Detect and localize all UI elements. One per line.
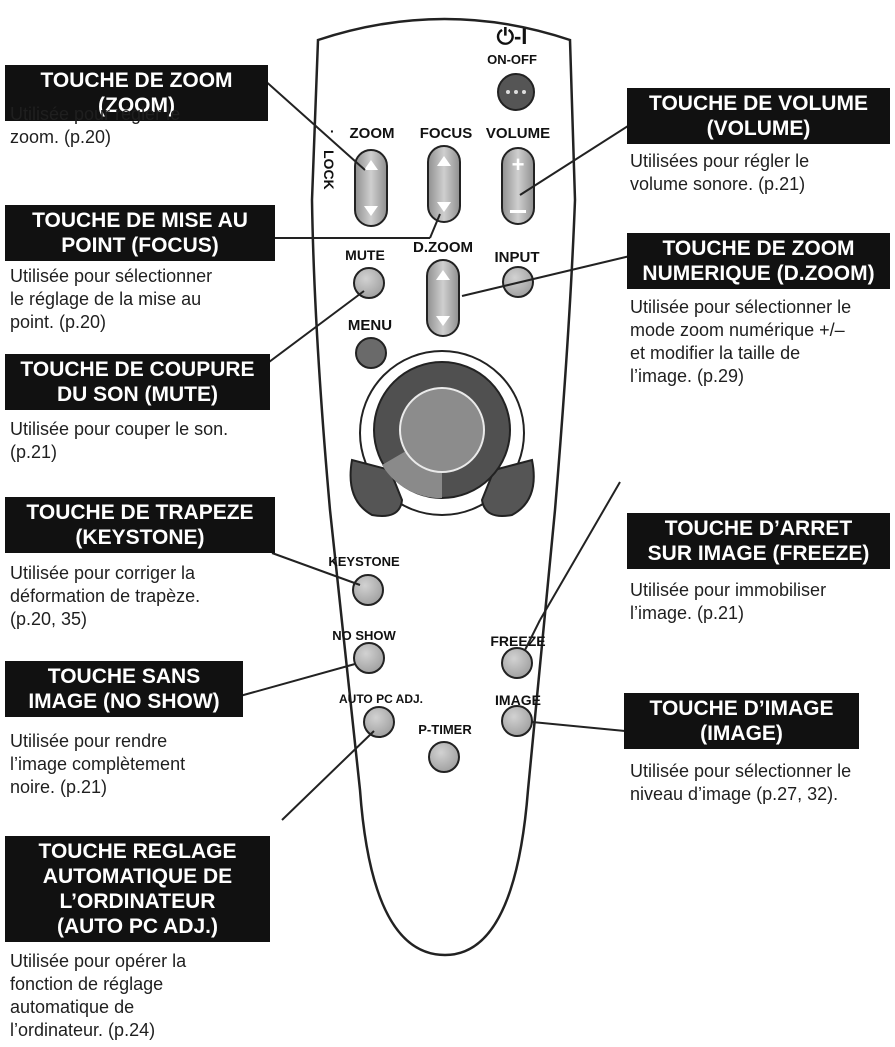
callout-desc-auto-pc-adj: Utilisée pour opérer la fonction de régl… [10, 951, 187, 1040]
callout-title-focus: TOUCHE DE MISE AU POINT (FOCUS) [5, 205, 275, 261]
callout-title-zoom: TOUCHE DE ZOOM (ZOOM) [5, 65, 268, 121]
callout-desc-volume: Utilisées pour régler le volume sonore. … [630, 151, 810, 194]
svg-text:·: · [330, 123, 335, 139]
callout-title-no-show: TOUCHE SANS IMAGE (NO SHOW) [5, 661, 243, 717]
dzoom-rocker-button[interactable] [426, 259, 460, 337]
callout-desc-focus: Utilisée pour sélectionner le réglage de… [10, 266, 213, 332]
callout-desc-freeze: Utilisée pour immobiliser l’image. (p.21… [630, 580, 827, 623]
keystone-label: KEYSTONE [328, 554, 400, 569]
callout-title-freeze: TOUCHE D’ARRET SUR IMAGE (FREEZE) [627, 513, 890, 569]
callout-title-mute: TOUCHE DE COUPURE DU SON (MUTE) [5, 354, 270, 410]
on-off-label: ON-OFF [487, 52, 537, 67]
dzoom-label: D.ZOOM [413, 239, 473, 256]
auto-pc-adj-label: AUTO PC ADJ. [339, 692, 423, 706]
keystone-button[interactable] [352, 574, 384, 606]
volume-rocker-button[interactable]: + [501, 147, 535, 225]
callout-desc-image: Utilisée pour sélectionner le niveau d’i… [630, 761, 852, 804]
image-button[interactable] [501, 705, 533, 737]
callout-desc-no-show: Utilisée pour rendre l’image complètemen… [10, 731, 186, 797]
p-timer-label: P-TIMER [418, 722, 472, 737]
no-show-label: NO SHOW [332, 628, 396, 643]
mute-button[interactable] [353, 267, 385, 299]
callout-desc-zoom: Utilisée pour régler le zoom. (p.20) [10, 104, 181, 147]
callout-desc-keystone: Utilisée pour corriger la déformation de… [10, 563, 201, 629]
menu-label: MENU [348, 317, 392, 334]
image-label: IMAGE [495, 692, 541, 708]
directional-pad[interactable] [349, 350, 535, 517]
leader-lines [239, 77, 631, 821]
zoom-rocker-button[interactable] [354, 149, 388, 227]
menu-button[interactable] [355, 337, 387, 369]
auto-pc-adj-button[interactable] [363, 706, 395, 738]
callout-desc-mute: Utilisée pour couper le son. (p.21) [10, 419, 229, 462]
volume-label: VOLUME [486, 125, 550, 142]
lock-label: LOCK [321, 150, 337, 190]
p-timer-button[interactable] [428, 741, 460, 773]
callout-title-keystone: TOUCHE DE TRAPEZE (KEYSTONE) [5, 497, 275, 553]
power-symbol: ⏻-I [497, 24, 528, 49]
focus-rocker-button[interactable] [427, 145, 461, 223]
callout-title-volume: TOUCHE DE VOLUME (VOLUME) [627, 88, 890, 144]
zoom-label: ZOOM [350, 125, 395, 142]
callout-title-dzoom: TOUCHE DE ZOOM NUMERIQUE (D.ZOOM) [627, 233, 890, 289]
freeze-button[interactable] [501, 647, 533, 679]
freeze-label: FREEZE [490, 633, 545, 649]
svg-text:+: + [512, 152, 525, 177]
callout-title-image: TOUCHE D’IMAGE (IMAGE) [624, 693, 859, 749]
focus-label: FOCUS [420, 125, 473, 142]
mute-label: MUTE [345, 247, 385, 263]
callout-title-auto-pc-adj: TOUCHE REGLAGE AUTOMATIQUE DE L’ORDINATE… [5, 836, 270, 942]
input-label: INPUT [495, 249, 540, 266]
callout-desc-dzoom: Utilisée pour sélectionner le mode zoom … [630, 297, 852, 386]
no-show-button[interactable] [353, 642, 385, 674]
